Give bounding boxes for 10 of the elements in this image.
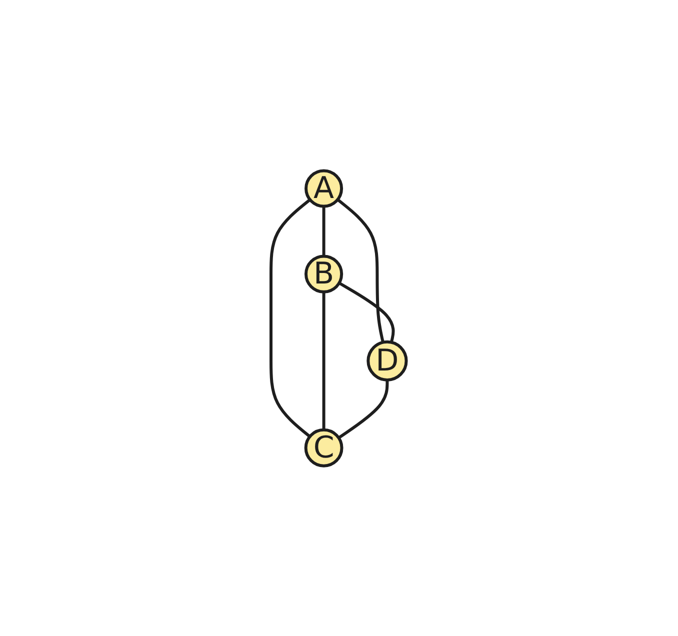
connector (270, 198, 312, 438)
connector (338, 380, 390, 439)
connector (322, 292, 326, 430)
node-circle: A (304, 169, 344, 208)
node-circle: B (304, 254, 344, 294)
connector (338, 282, 396, 342)
connector (322, 206, 326, 256)
connector (337, 198, 385, 342)
node-circle: D (367, 340, 408, 382)
node-circle: C (304, 428, 344, 468)
